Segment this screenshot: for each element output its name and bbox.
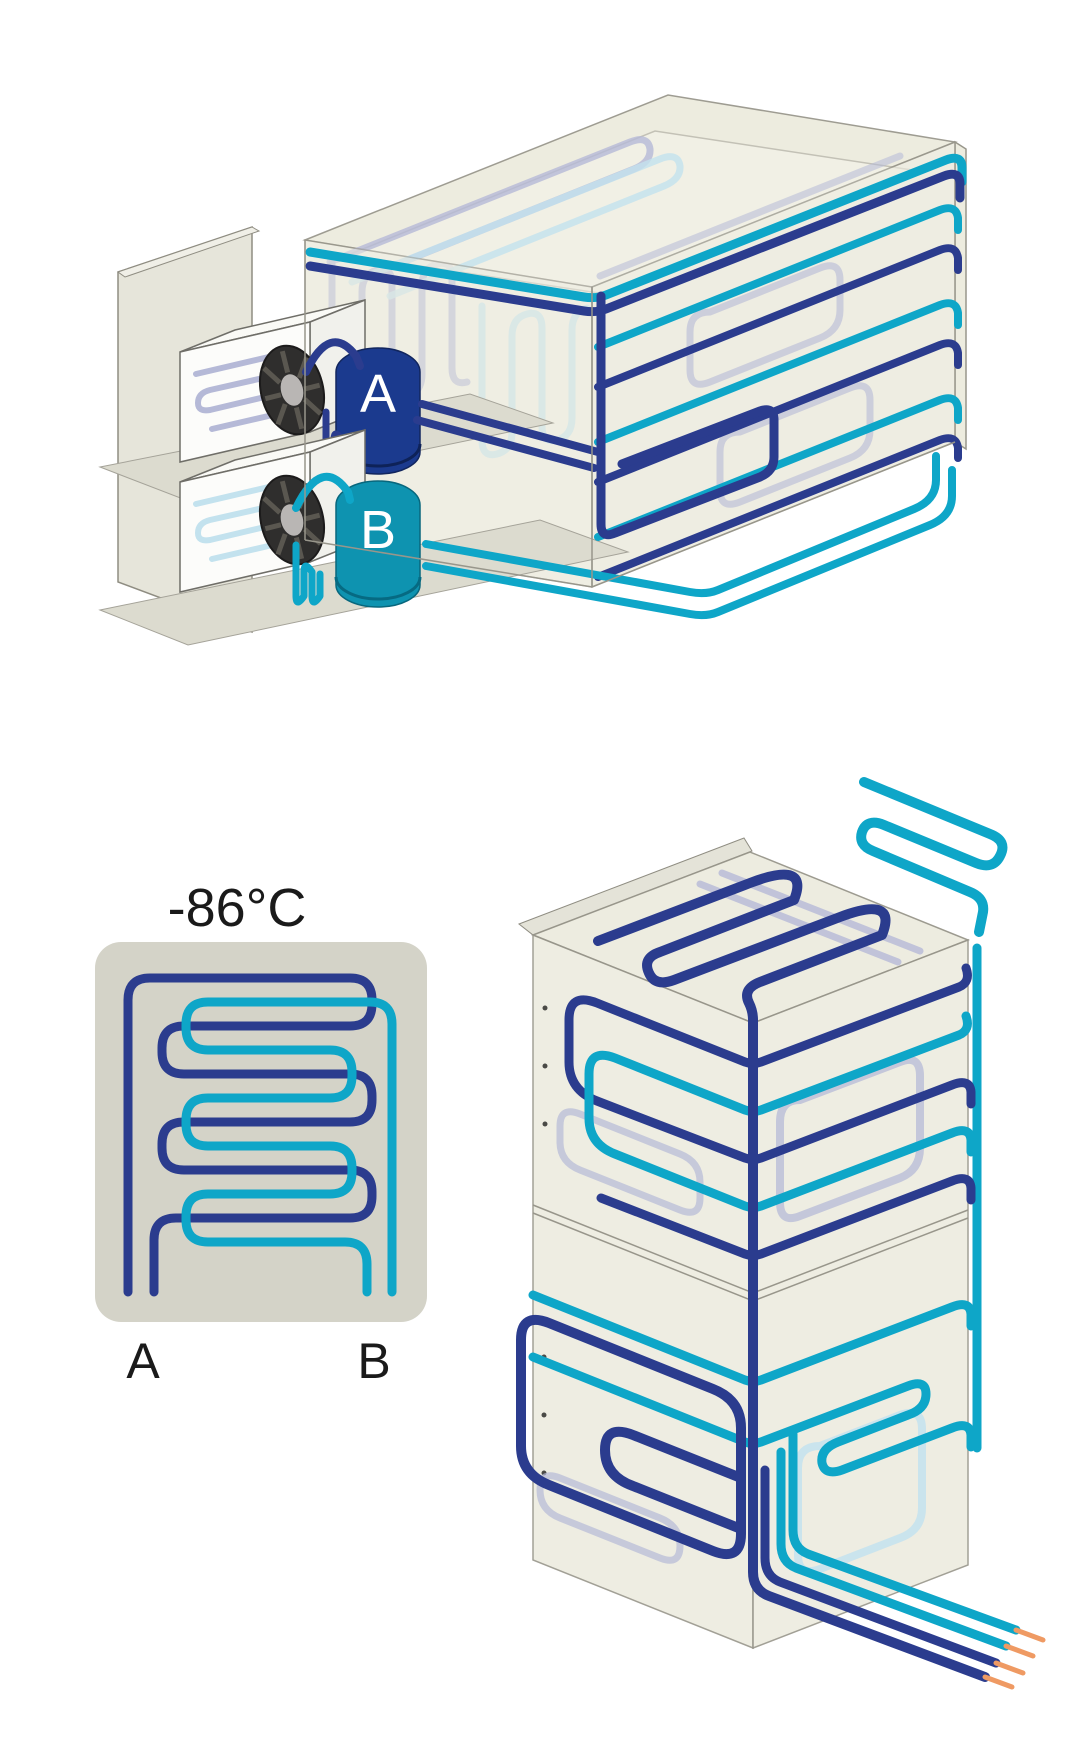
front-corner-pipe-a [748,1015,990,1682]
condenser-fan-b-icon [259,474,325,566]
chest-evaporator-coils [305,153,967,620]
capillary-tips [982,1627,1046,1690]
upright-top-flange [517,837,753,936]
upright-faded-loop-left [556,1108,704,1216]
upright-faded-loop-lower-right [794,1408,926,1576]
exit-pipe-bundle [748,1015,1046,1690]
evaporator-plate-schematic: -86°C A B [95,878,427,1389]
hanging-loop-a [596,291,779,540]
chest-freezer-illustration: A B [98,94,967,646]
plate-inlet-a-label: A [126,1333,160,1389]
upright-top-serpentine-a [593,869,891,1025]
top-coil-b-faded [348,153,684,300]
plate-serpentine-b [181,997,397,1297]
temperature-label: -86°C [168,878,307,938]
compressor-b: B [334,480,422,608]
refrigerant-pipes-b [292,472,354,606]
top-coil-a-faded-2 [596,152,904,280]
chest-edges [304,240,956,588]
lower-loop-a [516,1314,746,1560]
bottom-run-b-2 [422,452,940,598]
upright-back-serpentine-b [856,777,1008,937]
upright-freezer-illustration [516,777,1046,1690]
front-interior-loop-1 [686,262,844,388]
evaporator-plate [95,942,427,1322]
front-interior-loop-2 [716,382,874,508]
compressor-b-label: B [360,500,396,560]
plate-inlet-b-label: B [357,1333,390,1389]
compressor-a-label: A [360,364,396,424]
upright-faded-loop-right [776,1055,924,1223]
bottom-run-b-1 [422,466,956,620]
